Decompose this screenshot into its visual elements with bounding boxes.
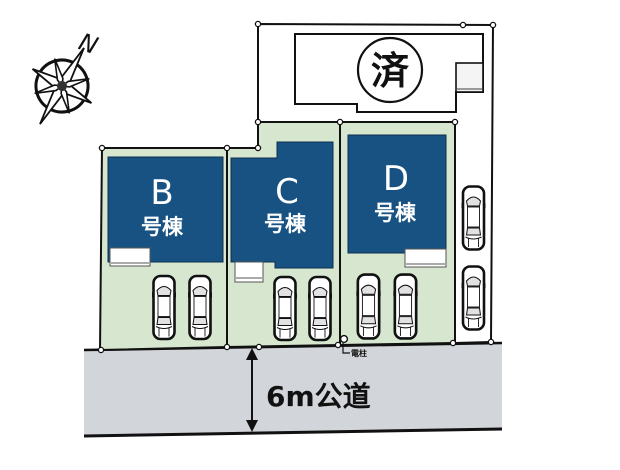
entrance-porch: [404, 248, 447, 268]
car-icon: [461, 185, 486, 251]
compass-rose-icon: [31, 47, 93, 125]
car-icon: [393, 273, 418, 340]
building-suffix: 号棟: [264, 212, 307, 236]
road-width-arrow: [246, 348, 258, 432]
entrance-porch: [109, 247, 151, 267]
utility-pole-icon: [339, 334, 349, 344]
sold-badge: [356, 36, 424, 104]
building-letter: C: [275, 172, 299, 212]
building-c: C 号棟: [230, 141, 334, 283]
building-suffix: 号棟: [374, 201, 417, 225]
road-label: 6m公道: [266, 380, 371, 413]
building-b: B 号棟: [107, 156, 224, 267]
north-label: N: [75, 28, 101, 60]
road-surface: [84, 343, 502, 436]
building-letter: B: [150, 173, 173, 213]
utility-pole-label: 電柱: [351, 348, 367, 358]
utility-pole: 電柱: [339, 334, 367, 358]
car-icon: [356, 273, 381, 340]
sold-label: 済: [371, 49, 410, 93]
boundary-markers: [97, 20, 497, 354]
compass: N: [31, 28, 102, 125]
car-icon: [273, 275, 297, 342]
car-icon: [188, 274, 212, 341]
sold-house: 済: [294, 33, 484, 113]
building-suffix: 号棟: [141, 215, 184, 239]
annex: [455, 62, 484, 93]
building-d: D 号棟: [347, 134, 447, 268]
road: 6m公道: [83, 341, 503, 438]
building-letter: D: [383, 159, 409, 199]
car-icon: [152, 274, 176, 341]
car-icon: [461, 265, 486, 331]
car-icon: [308, 275, 332, 342]
